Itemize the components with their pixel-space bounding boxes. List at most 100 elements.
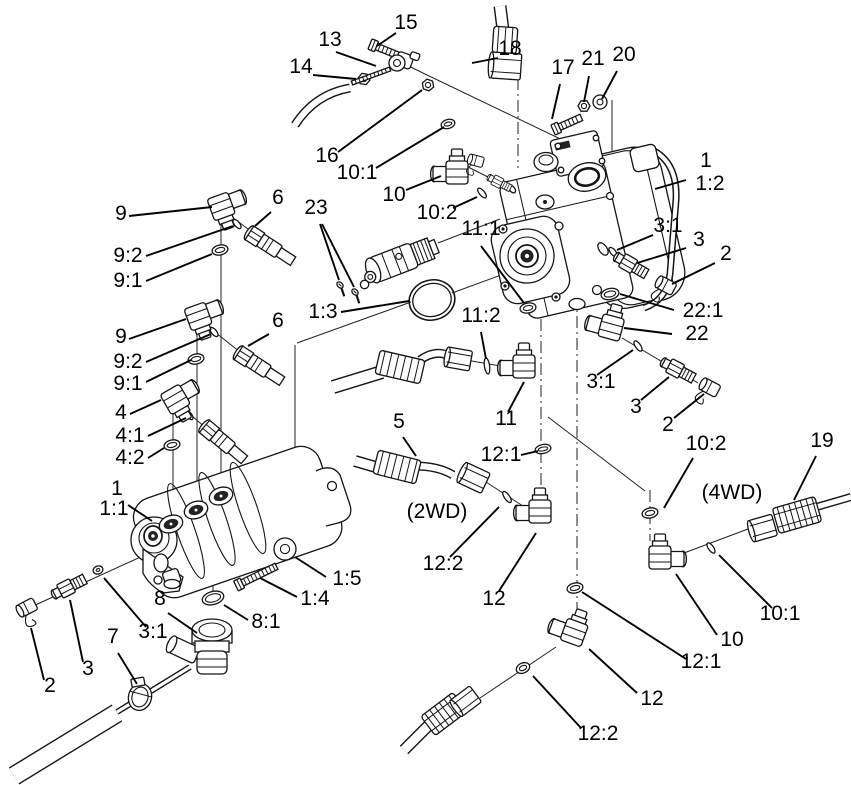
- fitting-inlet: [486, 173, 513, 193]
- oring-22-1: [600, 287, 620, 301]
- leader-line: [471, 57, 499, 64]
- ferrule-5: [372, 450, 422, 484]
- oring-11-2: [483, 357, 491, 375]
- callout-label: 16: [315, 144, 338, 167]
- leader-line: [321, 223, 355, 288]
- callout-label: 10: [720, 628, 743, 651]
- elbow-10b: [648, 533, 688, 570]
- leader-line: [405, 175, 442, 191]
- oring-12-1a: [534, 443, 552, 455]
- oring-10-1b: [706, 542, 716, 554]
- hose-5-neck: [414, 461, 456, 479]
- hose-6b: [232, 345, 286, 387]
- leader-line: [147, 417, 187, 437]
- small-parts-layer: [15, 25, 822, 736]
- callout-label: 18: [498, 37, 521, 60]
- cartridge-23: [359, 237, 440, 290]
- callout-label: 15: [394, 11, 417, 34]
- callout-label: 10:1: [760, 602, 801, 625]
- leader-line: [498, 532, 537, 592]
- leader-line: [128, 206, 213, 217]
- ferrule-18: [491, 25, 519, 55]
- leader-line: [402, 436, 417, 457]
- leader-line: [127, 504, 153, 522]
- cap-2b: [694, 377, 721, 405]
- leader-line: [675, 573, 718, 636]
- hose-6a: [243, 225, 297, 267]
- callout-label: 20: [612, 43, 635, 66]
- oring-10-2a: [477, 187, 487, 199]
- leader-line: [128, 318, 187, 340]
- leader-line: [254, 211, 272, 227]
- oring-9-1b: [187, 353, 205, 365]
- callout-label: 22: [685, 322, 708, 345]
- leader-line: [376, 32, 397, 47]
- elbow-12a: [512, 487, 552, 524]
- oring-3-1c: [92, 565, 104, 575]
- callout-label: 12:1: [481, 443, 522, 466]
- elbow-9a: [207, 189, 248, 231]
- reference-line: [296, 301, 412, 344]
- leader-line: [69, 599, 84, 663]
- callout-label: 1:3: [308, 300, 337, 323]
- leader-line: [449, 506, 500, 558]
- leader-line: [551, 83, 561, 120]
- callout-label: 11: [495, 407, 517, 430]
- cable-14: [291, 83, 351, 128]
- callout-label: 1:1: [99, 497, 128, 520]
- leader-line: [671, 262, 716, 285]
- hose-11-tube: [330, 365, 385, 394]
- leader-line: [335, 51, 377, 67]
- leader-line: [663, 457, 694, 509]
- callout-label: 17: [551, 56, 574, 79]
- leader-line: [117, 652, 138, 685]
- leader-line: [103, 577, 147, 628]
- ball-joint-13: [388, 51, 421, 72]
- hose-7-big: [8, 704, 123, 785]
- callout-label: 3: [630, 395, 642, 418]
- hose-12-tube: [399, 718, 436, 755]
- callout-label: 4: [115, 401, 127, 424]
- reference-line: [399, 61, 576, 147]
- callout-label: 10:1: [337, 161, 378, 184]
- nut-hose-19: [746, 513, 778, 543]
- leader-line: [596, 349, 634, 376]
- oring-3-1b: [633, 340, 643, 352]
- callout-label: 1:2: [695, 172, 724, 195]
- hose-18: [493, 5, 510, 31]
- callout-label: 11:1: [461, 217, 500, 240]
- callout-label: 13: [318, 28, 341, 51]
- nut-hose-11: [443, 346, 473, 372]
- leader-line: [145, 333, 212, 363]
- elbow-22: [584, 303, 625, 342]
- leader-line: [718, 554, 773, 609]
- oring-1-3: [408, 279, 456, 321]
- washer-1-5: [273, 537, 297, 561]
- leader-line: [340, 300, 410, 313]
- callout-label: 8: [154, 587, 166, 610]
- washer-20: [592, 94, 608, 110]
- cap-2a: [650, 275, 677, 303]
- bolt-1-4: [233, 562, 279, 592]
- bolt-17: [550, 113, 584, 136]
- callout-label: 1:5: [332, 567, 361, 590]
- callout-label: 9:2: [113, 244, 142, 267]
- elbow-10a: [429, 148, 469, 185]
- oring-12-1b: [566, 582, 584, 594]
- callout-label: 19: [810, 429, 833, 452]
- leader-line: [145, 225, 234, 257]
- leader-line: [247, 333, 270, 347]
- callout-label: 1:4: [300, 587, 330, 610]
- callout-label: 11:2: [461, 304, 500, 327]
- callout-label: 23: [304, 196, 327, 219]
- leader-line: [312, 74, 357, 80]
- callout-label: 12:1: [681, 650, 722, 673]
- leader-line: [793, 455, 817, 501]
- leader-line: [601, 70, 618, 100]
- callout-label: 4:1: [115, 424, 144, 447]
- callout-label: 2: [662, 413, 674, 436]
- callout-label: 3: [693, 228, 705, 251]
- callout-label: 21: [581, 47, 604, 70]
